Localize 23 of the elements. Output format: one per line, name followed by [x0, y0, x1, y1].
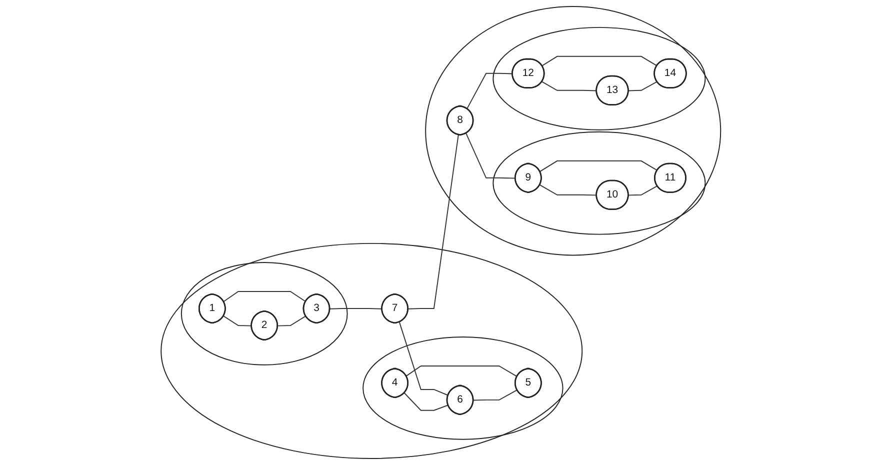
connector	[542, 56, 658, 66]
connector	[540, 184, 598, 196]
connector	[330, 308, 383, 310]
connector	[406, 365, 518, 378]
connector	[628, 81, 658, 92]
connector	[466, 132, 516, 179]
connector	[542, 81, 598, 92]
connector	[466, 72, 514, 110]
connector	[223, 291, 306, 302]
connector	[277, 316, 306, 326]
connector	[399, 322, 449, 396]
connector	[223, 316, 252, 326]
connector	[473, 389, 518, 401]
connector	[404, 392, 449, 411]
connector	[628, 186, 658, 196]
connector	[540, 160, 658, 172]
cluster	[425, 6, 722, 256]
cluster	[492, 26, 706, 130]
cluster	[160, 242, 583, 459]
cluster	[492, 131, 706, 235]
connector	[408, 134, 460, 310]
cluster	[181, 262, 348, 366]
cluster	[362, 336, 564, 440]
